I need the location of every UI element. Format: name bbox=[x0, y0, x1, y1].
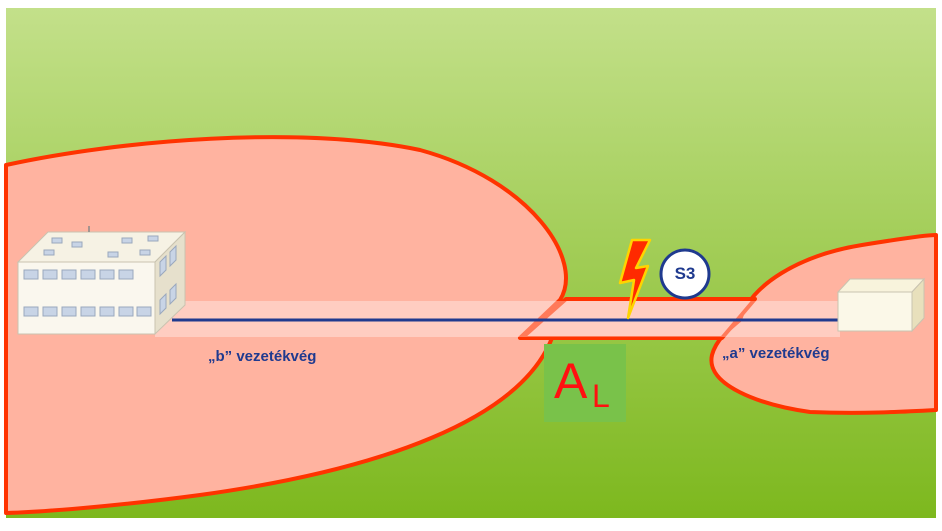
s3-circle bbox=[659, 248, 711, 300]
small-box-icon bbox=[836, 277, 926, 333]
area-label: A bbox=[554, 353, 588, 409]
lightning-icon bbox=[618, 238, 652, 320]
area-box: A L bbox=[544, 344, 626, 422]
building-icon bbox=[16, 226, 187, 336]
b-end-label: „b” vezetékvég bbox=[208, 348, 317, 365]
zone-b bbox=[4, 135, 568, 515]
area-subscript: L bbox=[592, 378, 610, 414]
strike-label: S3 bbox=[674, 264, 696, 283]
a-end-label: „a” vezetékvég bbox=[722, 345, 830, 362]
